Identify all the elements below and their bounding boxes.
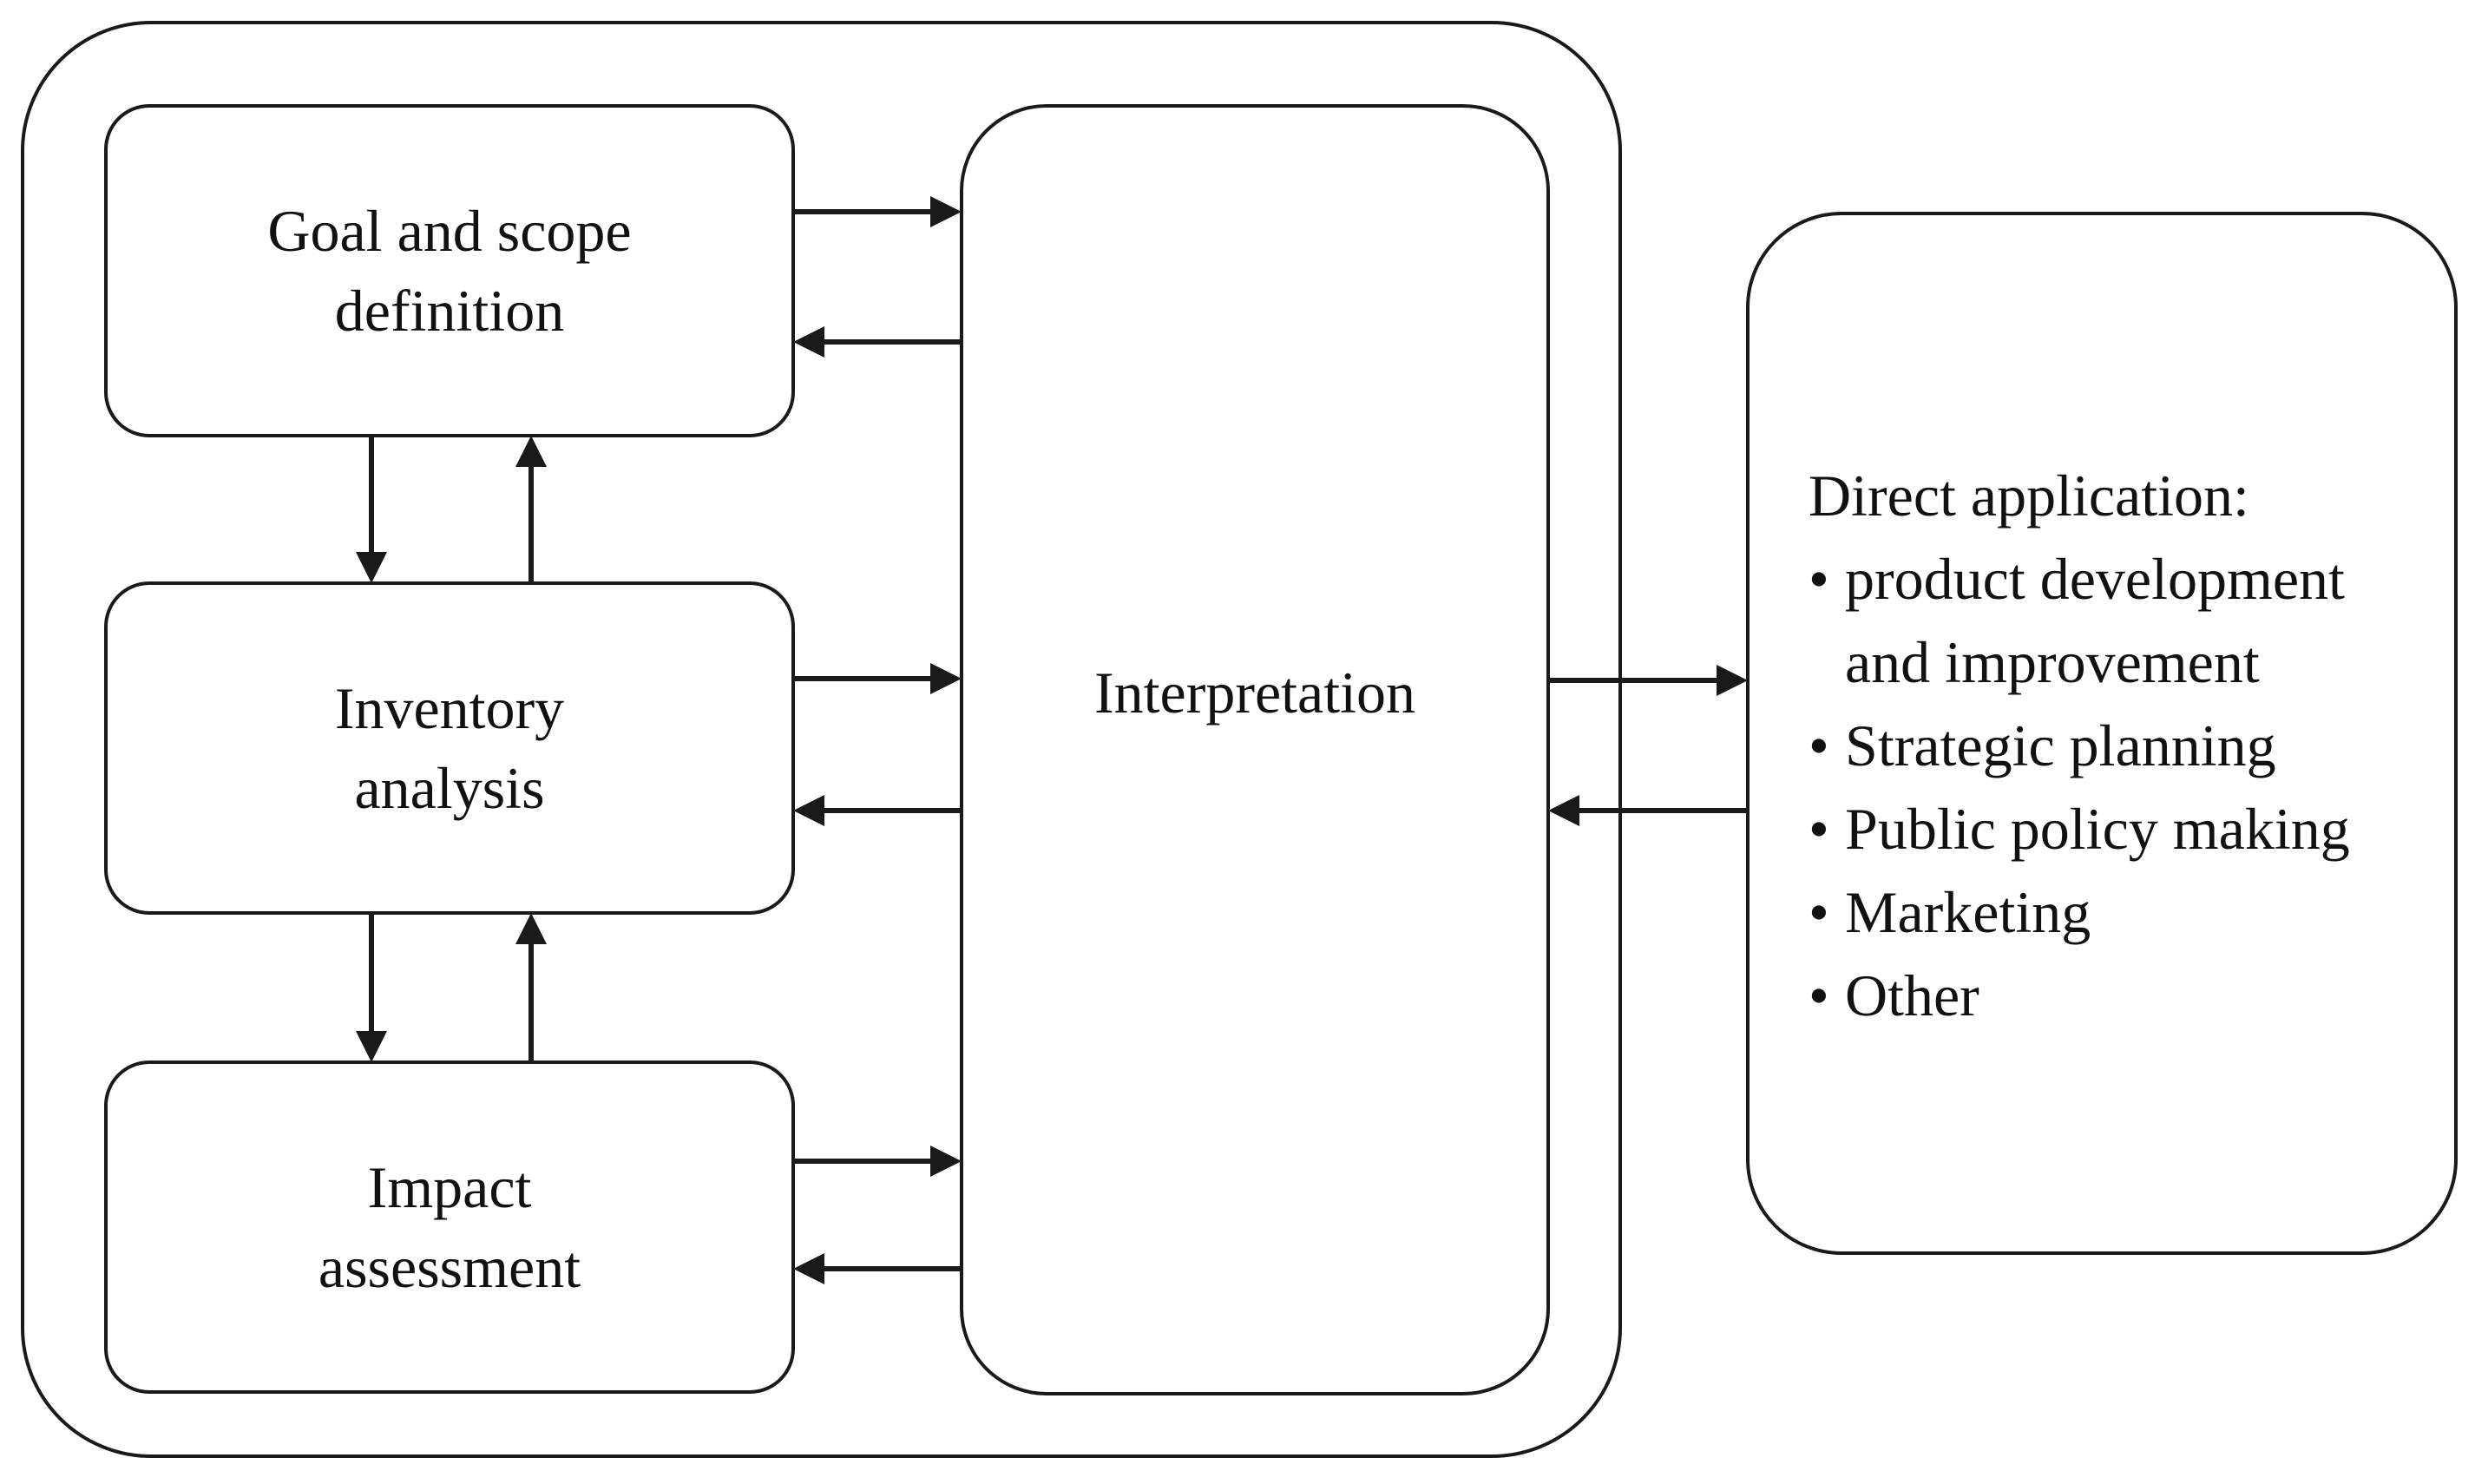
inventory-analysis-label: Inventory analysis bbox=[189, 668, 710, 828]
bullet-icon: • bbox=[1809, 546, 1829, 612]
impact-label-line-2: assessment bbox=[318, 1234, 581, 1300]
inventory-label-line-2: analysis bbox=[354, 755, 545, 821]
application-item-product-development: •product development bbox=[1809, 537, 2451, 621]
bullet-icon: • bbox=[1809, 879, 1829, 945]
application-item-strategic-planning: •Strategic planning bbox=[1809, 704, 2451, 787]
goal-and-scope-box: Goal and scope definition bbox=[104, 104, 795, 437]
application-item-public-policy: •Public policy making bbox=[1809, 787, 2451, 870]
inventory-label-line-1: Inventory bbox=[334, 675, 565, 741]
application-item-continuation: and improvement bbox=[1845, 629, 2260, 695]
goal-label-line-2: definition bbox=[334, 278, 565, 344]
application-item-label: Other bbox=[1845, 962, 1979, 1028]
impact-assessment-box: Impact assessment bbox=[104, 1060, 795, 1394]
direct-application-heading: Direct application: bbox=[1809, 463, 2249, 529]
application-item-marketing: •Marketing bbox=[1809, 870, 2451, 954]
application-item-label: product development bbox=[1845, 546, 2345, 612]
goal-label-line-1: Goal and scope bbox=[267, 198, 632, 264]
interpretation-label: Interpretation bbox=[1093, 660, 1416, 726]
impact-assessment-label: Impact assessment bbox=[189, 1147, 710, 1307]
inventory-analysis-box: Inventory analysis bbox=[104, 581, 795, 915]
direct-application-content: Direct application: •product development… bbox=[1809, 454, 2451, 1037]
bullet-icon: • bbox=[1809, 962, 1829, 1028]
direct-application-box: Direct application: •product development… bbox=[1746, 212, 2458, 1255]
application-item-other: •Other bbox=[1809, 954, 2451, 1037]
interpretation-box: Interpretation bbox=[960, 104, 1550, 1395]
bullet-icon: • bbox=[1809, 796, 1829, 862]
application-item-label: Public policy making bbox=[1845, 796, 2350, 862]
bullet-icon: • bbox=[1809, 712, 1829, 778]
goal-and-scope-label: Goal and scope definition bbox=[189, 191, 710, 351]
application-item-label: Marketing bbox=[1845, 879, 2091, 945]
application-item-label: Strategic planning bbox=[1845, 712, 2276, 778]
impact-label-line-1: Impact bbox=[367, 1154, 532, 1220]
